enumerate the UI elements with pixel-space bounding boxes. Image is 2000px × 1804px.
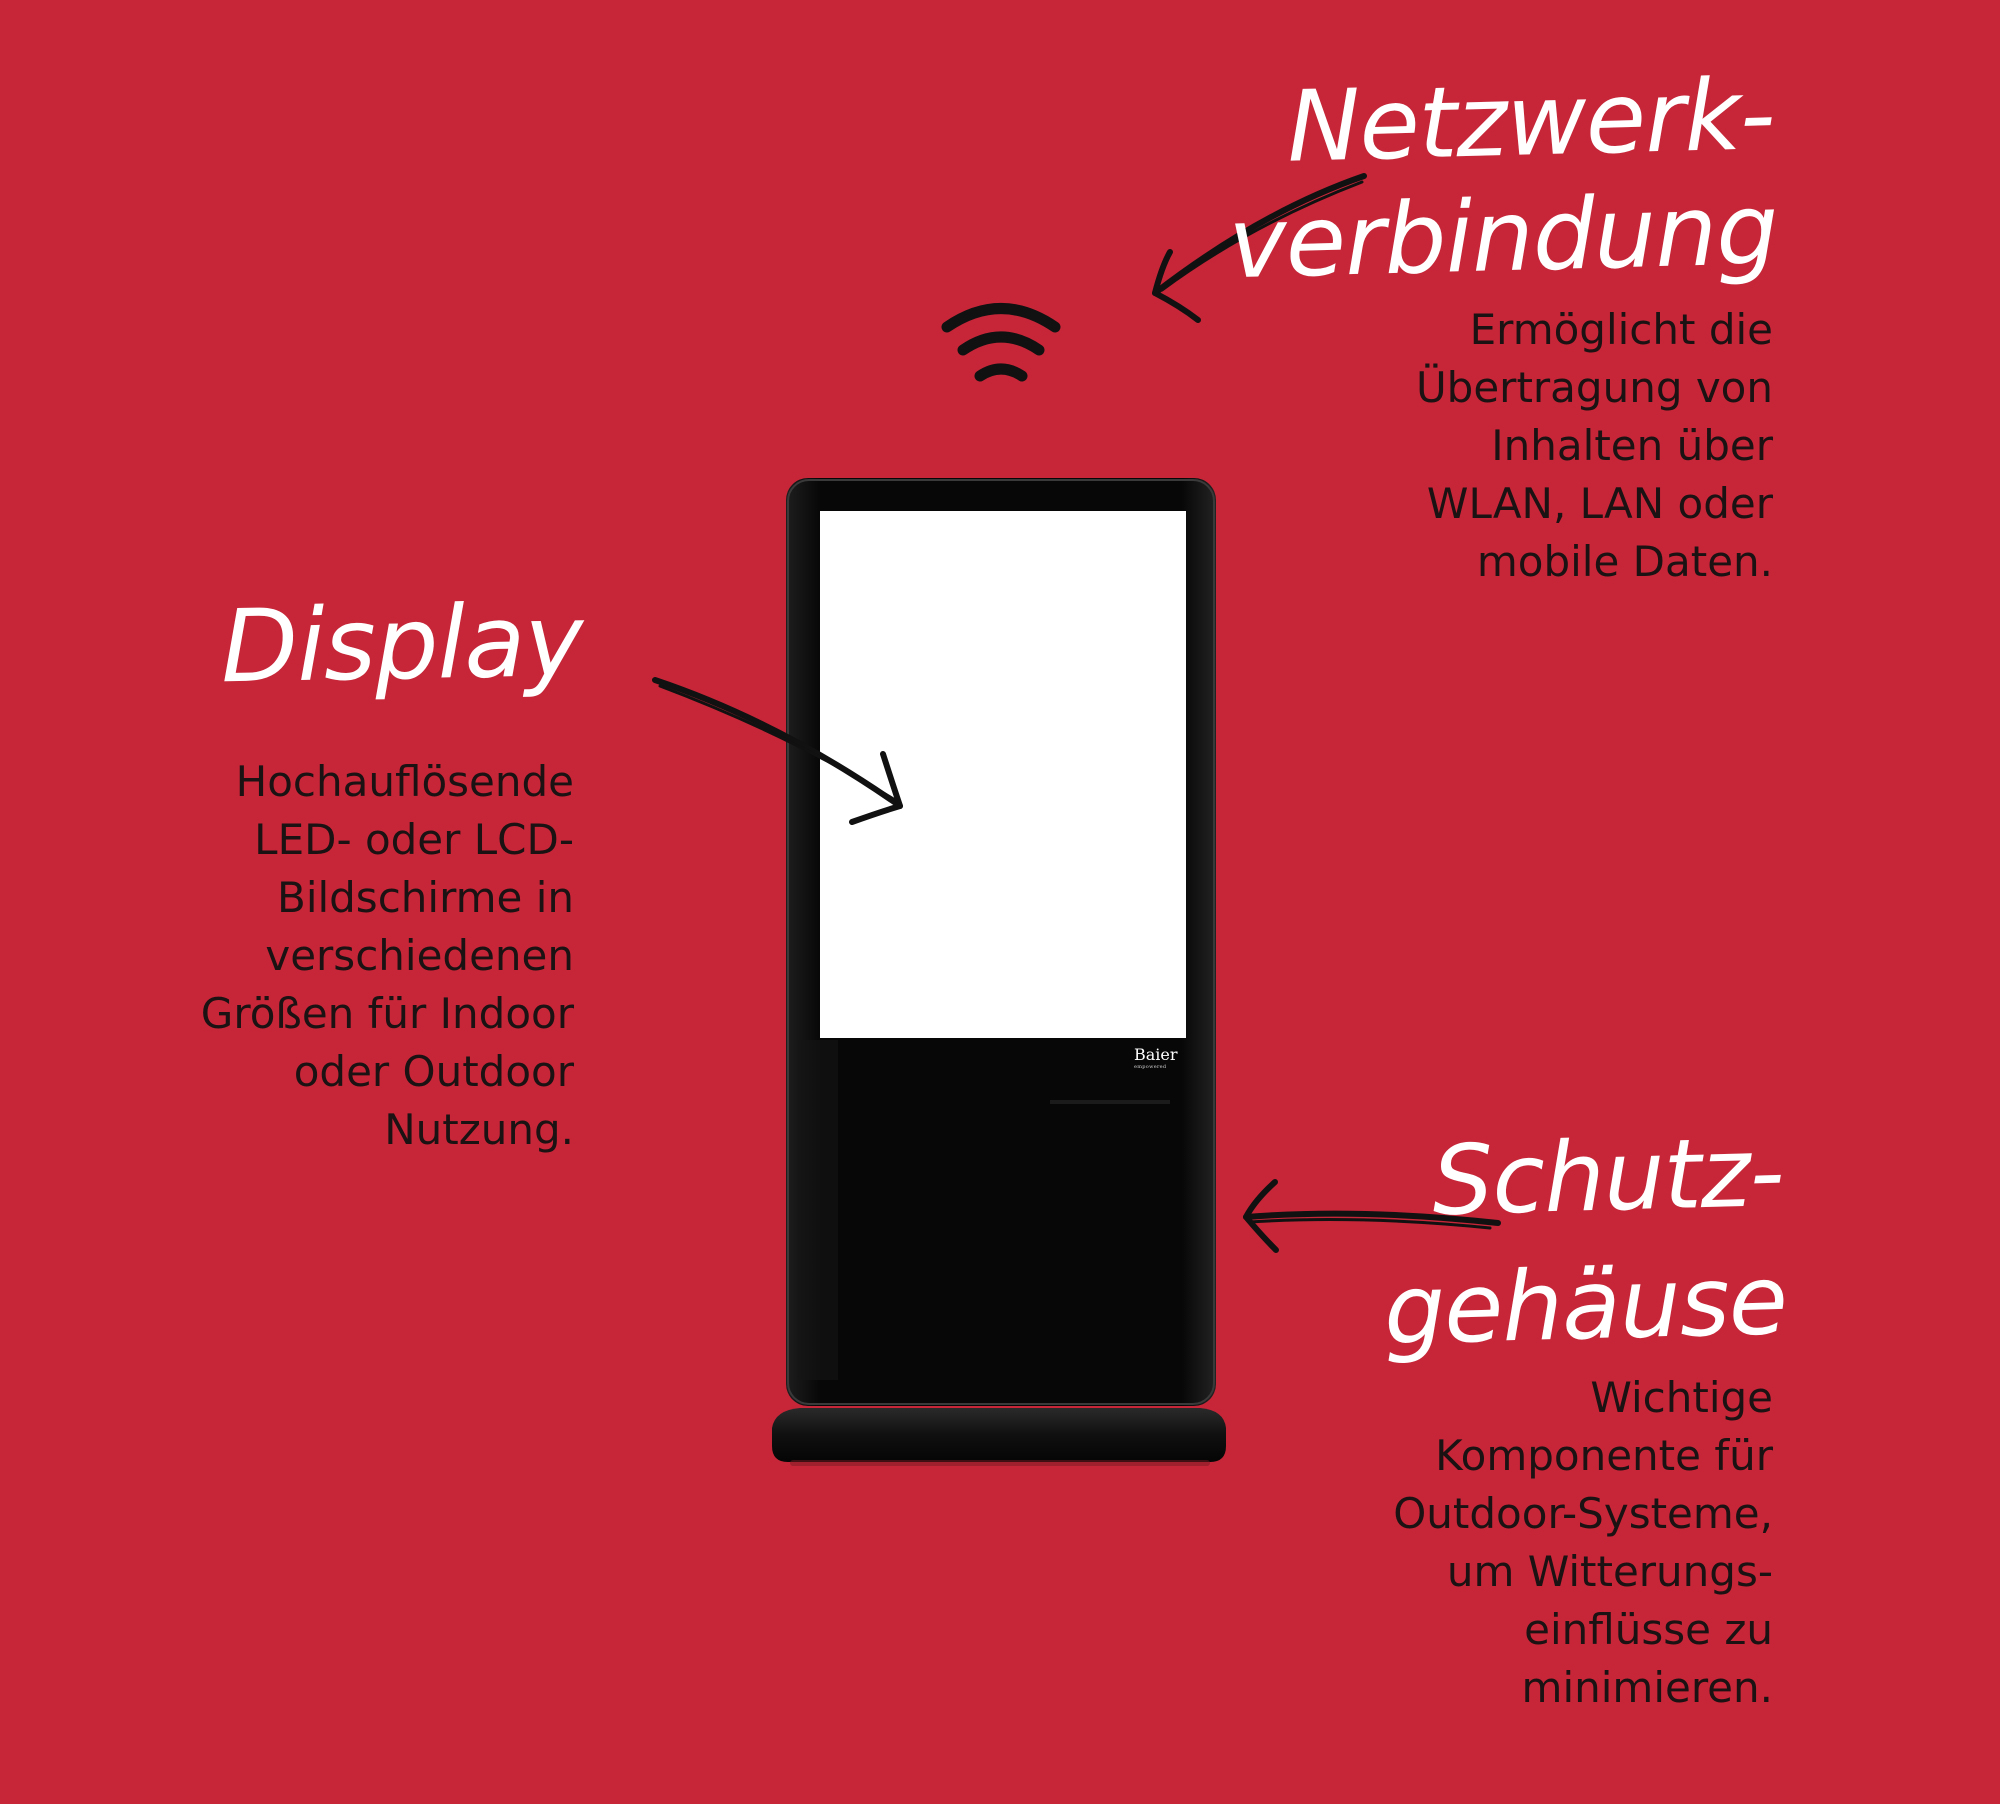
network-desc-line-2: Übertragung von bbox=[1415, 363, 1773, 412]
housing-title-line-1: Schutz- bbox=[1431, 1115, 1786, 1238]
display-desc-line-2: LED- oder LCD- bbox=[254, 815, 574, 864]
display-desc-line-7: Nutzung. bbox=[384, 1105, 574, 1154]
housing-arrow bbox=[1243, 1179, 1501, 1253]
housing-title-line-2: gehäuse bbox=[1383, 1243, 1789, 1367]
network-arrow bbox=[1152, 173, 1367, 323]
kiosk-base bbox=[772, 1408, 1226, 1466]
display-description: Hochauflösende LED- oder LCD- Bildschirm… bbox=[201, 753, 574, 1159]
display-desc-line-4: verschiedenen bbox=[265, 931, 574, 980]
housing-description: Wichtige Komponente für Outdoor-Systeme,… bbox=[1393, 1369, 1773, 1717]
housing-desc-line-6: minimieren. bbox=[1521, 1663, 1773, 1712]
display-desc-line-3: Bildschirme in bbox=[277, 873, 574, 922]
network-title-line-2: verbindung bbox=[1227, 172, 1779, 302]
display-arrow bbox=[652, 677, 903, 825]
display-title-line-1: Display bbox=[220, 582, 584, 706]
brand-logo-main: Baier bbox=[1134, 1045, 1178, 1064]
network-title: Netzwerk- verbindung bbox=[1224, 58, 1779, 302]
housing-title: Schutz- gehäuse bbox=[1380, 1108, 1789, 1374]
brand-logo: Baier empowered bbox=[1134, 1046, 1178, 1072]
wifi-icon bbox=[941, 303, 1061, 382]
network-description: Ermöglicht die Übertragung von Inhalten … bbox=[1416, 301, 1773, 591]
housing-desc-line-1: Wichtige bbox=[1590, 1373, 1773, 1422]
display-desc-line-5: Größen für Indoor bbox=[200, 989, 574, 1038]
display-title: Display bbox=[220, 582, 584, 706]
display-screen bbox=[820, 511, 1186, 1038]
network-desc-line-4: WLAN, LAN oder bbox=[1426, 479, 1773, 528]
display-desc-line-1: Hochauflösende bbox=[235, 757, 574, 806]
network-desc-line-1: Ermöglicht die bbox=[1469, 305, 1773, 354]
housing-desc-line-5: einflüsse zu bbox=[1524, 1605, 1773, 1654]
housing-desc-line-4: um Witterungs- bbox=[1446, 1547, 1773, 1596]
display-desc-line-6: oder Outdoor bbox=[293, 1047, 574, 1096]
network-desc-line-5: mobile Daten. bbox=[1476, 537, 1773, 586]
network-desc-line-3: Inhalten über bbox=[1491, 421, 1773, 470]
network-title-line-1: Netzwerk- bbox=[1285, 58, 1776, 185]
brand-logo-sub: empowered bbox=[1134, 1064, 1167, 1070]
housing-desc-line-2: Komponente für bbox=[1435, 1431, 1773, 1480]
housing-desc-line-3: Outdoor-Systeme, bbox=[1393, 1489, 1773, 1538]
